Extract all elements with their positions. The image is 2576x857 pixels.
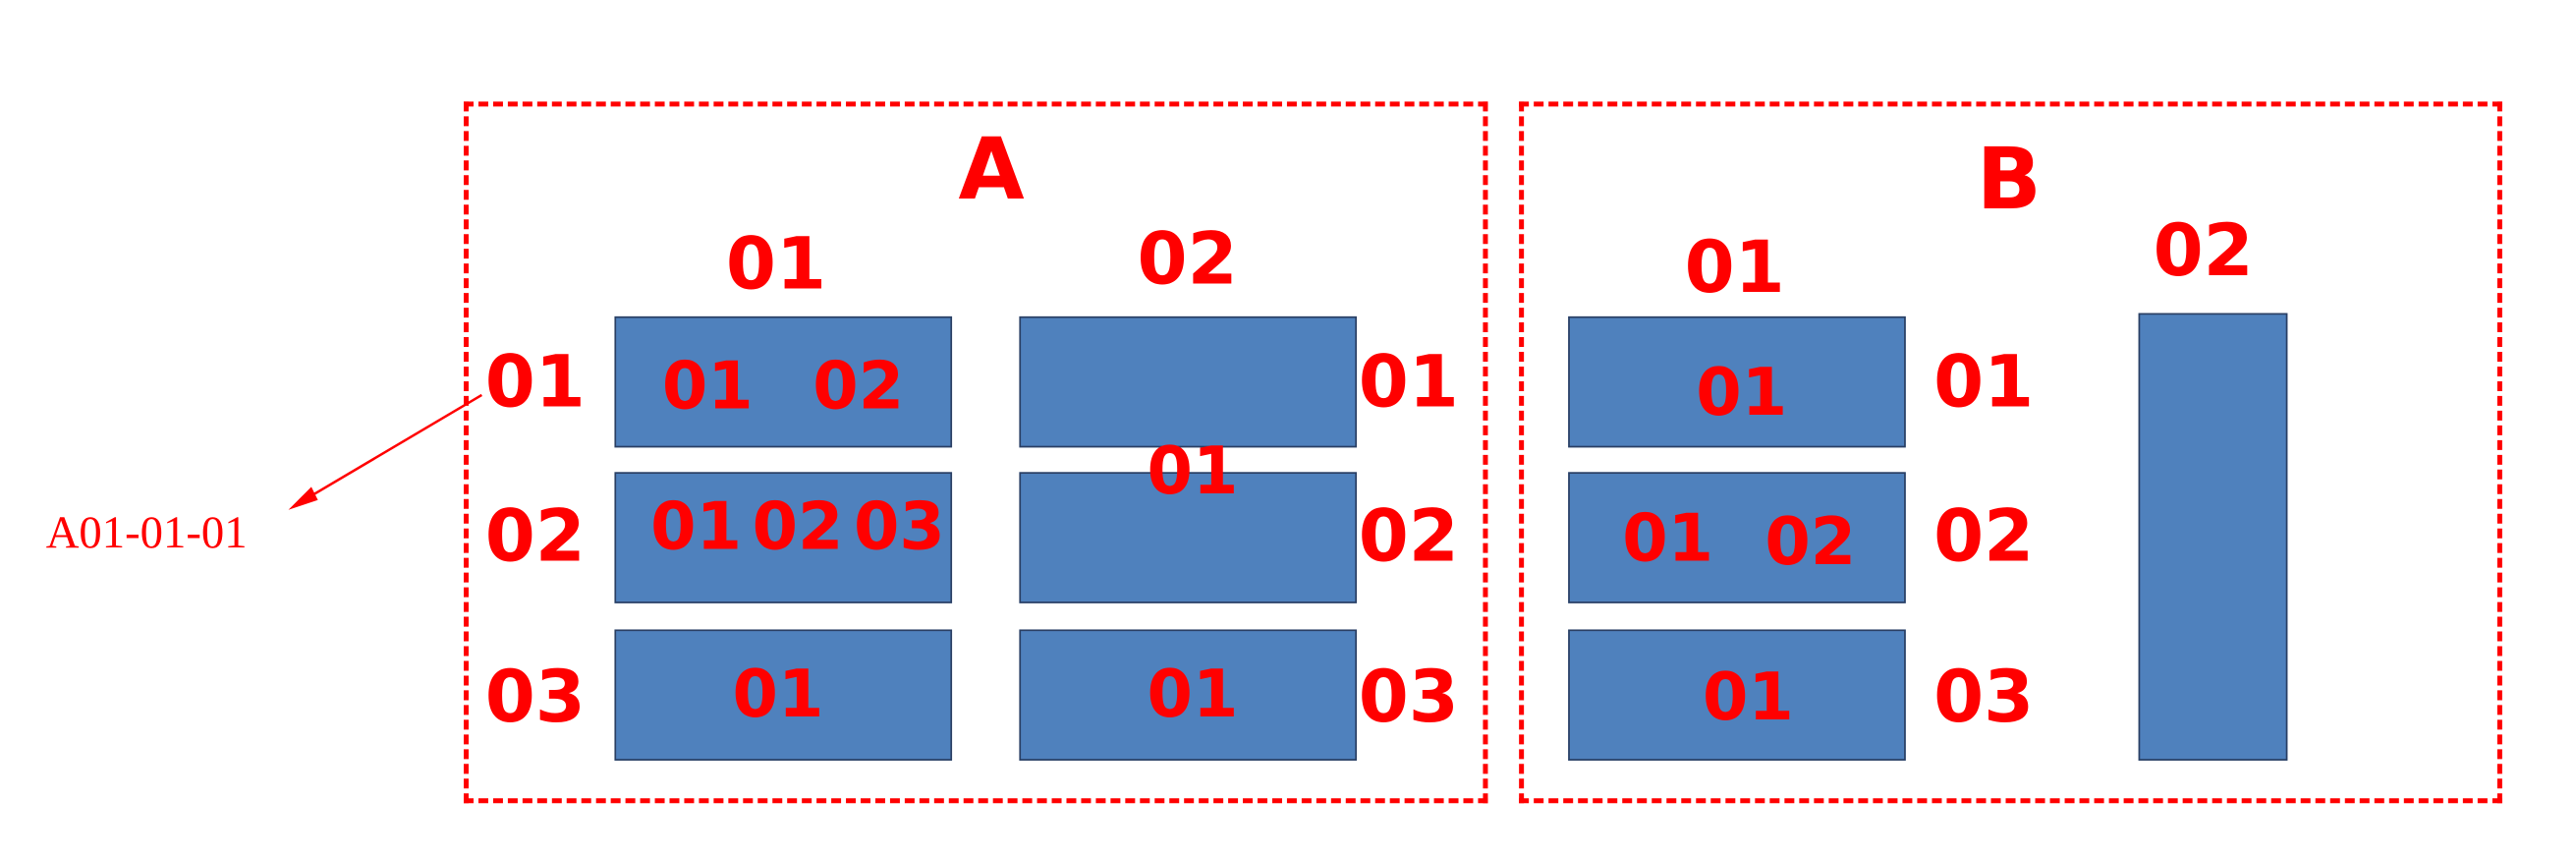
zone-a-row-label-right-2: 02 xyxy=(1358,494,1459,579)
zone-a-column-label-2: 02 xyxy=(1137,217,1238,302)
slot-label: 01 xyxy=(1147,657,1239,733)
zone-a xyxy=(464,101,1488,804)
shelf-a-01-02[interactable] xyxy=(614,472,953,603)
shelf-a-02-02[interactable] xyxy=(1019,472,1358,603)
slot-label: 02 xyxy=(812,349,905,425)
shelf-b-01-02[interactable] xyxy=(1568,472,1906,603)
zone-a-column-label-1: 01 xyxy=(725,222,827,307)
zone-a-row-label-left-3: 03 xyxy=(484,656,586,740)
slot-label: 01 xyxy=(650,489,743,566)
zone-a-row-label-right-3: 03 xyxy=(1358,656,1459,740)
slot-label: 03 xyxy=(853,489,945,566)
zone-b xyxy=(1519,101,2502,804)
zone-a-row-label-left-1: 01 xyxy=(484,340,586,425)
zone-b-column-label-2: 02 xyxy=(2153,209,2254,294)
zone-b-column-label-1: 01 xyxy=(1684,226,1785,311)
slot-label: 01 xyxy=(661,349,754,425)
shelf-a-01-03[interactable] xyxy=(614,629,953,761)
zone-a-title: A xyxy=(958,121,1025,220)
shelf-a-02-03[interactable] xyxy=(1019,629,1358,761)
zone-b-row-label-2: 02 xyxy=(1933,494,2035,579)
slot-label: 01 xyxy=(732,657,824,733)
zone-a-row-label-left-2: 02 xyxy=(484,494,586,579)
shelf-b-01-03[interactable] xyxy=(1568,629,1906,761)
shelf-b-01-01[interactable] xyxy=(1568,315,1906,448)
slot-label: 01 xyxy=(1696,355,1788,431)
slot-label: 02 xyxy=(752,489,844,566)
zone-a-row-label-right-1: 01 xyxy=(1358,340,1459,425)
callout-label: A01-01-01 xyxy=(45,508,248,559)
slot-label: 02 xyxy=(1764,504,1857,581)
zone-b-title: B xyxy=(1976,131,2042,230)
shelf-a-02-01[interactable] xyxy=(1019,315,1358,448)
shelf-b-02[interactable] xyxy=(2138,313,2288,761)
shelf-a-01-01[interactable] xyxy=(614,315,953,448)
merged-slot-label: 01 xyxy=(1147,433,1239,510)
zone-b-row-label-3: 03 xyxy=(1933,656,2035,740)
slot-label: 01 xyxy=(1702,660,1794,736)
slot-label: 01 xyxy=(1622,501,1714,578)
zone-b-row-label-1: 01 xyxy=(1933,340,2035,425)
